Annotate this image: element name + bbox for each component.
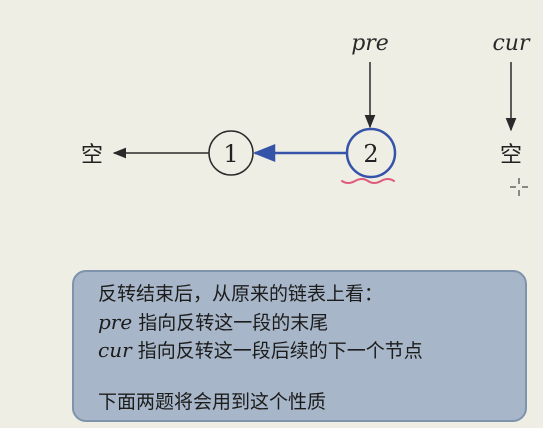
note-line-2: pre 指向反转这一段的末尾 (98, 308, 511, 336)
note-box: 反转结束后，从原来的链表上看： pre 指向反转这一段的末尾 cur 指向反转这… (72, 270, 527, 422)
pre-label: pre (351, 31, 389, 56)
note-pre-var: pre (98, 310, 133, 334)
node-1-value: 1 (223, 140, 238, 168)
note-pre-text: 指向反转这一段的末尾 (132, 312, 329, 334)
crosshair-cursor-icon (510, 178, 528, 196)
note-line-1: 反转结束后，从原来的链表上看： (98, 283, 384, 305)
null-left: 空 (81, 143, 103, 168)
null-right: 空 (500, 143, 522, 168)
note-line-4: 下面两题将会用到这个性质 (98, 391, 327, 413)
highlight-underline (341, 178, 395, 184)
cur-label: cur (492, 31, 530, 56)
note-cur-text: 指向反转这一段后续的下一个节点 (131, 340, 423, 362)
node-2-circle (345, 127, 397, 179)
note-line-3: cur 指向反转这一段后续的下一个节点 (98, 336, 511, 364)
note-spacer (98, 364, 511, 388)
note-cur-var: cur (98, 338, 132, 362)
node-2-value: 2 (363, 140, 378, 168)
